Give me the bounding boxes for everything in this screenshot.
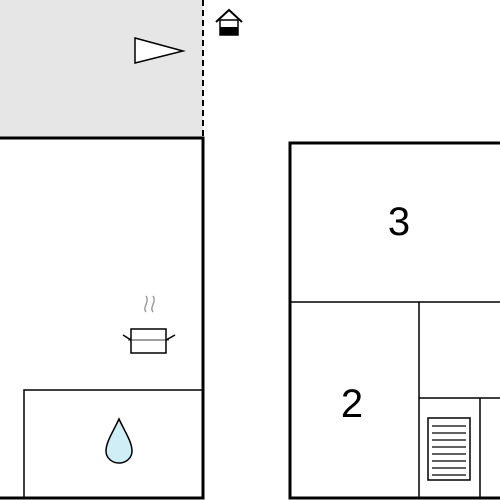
- stairs-icon: [427, 417, 471, 481]
- room-3-label: 3: [388, 200, 410, 244]
- water-drop-icon: [105, 417, 133, 464]
- right-building: [288, 141, 500, 500]
- terrace-area: [0, 0, 203, 137]
- bathroom-wall: [23, 389, 203, 498]
- room-2-label: 2: [341, 382, 363, 426]
- direction-triangle-icon: [134, 37, 186, 64]
- cooking-pot-icon: [122, 295, 176, 354]
- house-entrance-icon: [215, 8, 243, 36]
- kitchen-room: [0, 136, 205, 500]
